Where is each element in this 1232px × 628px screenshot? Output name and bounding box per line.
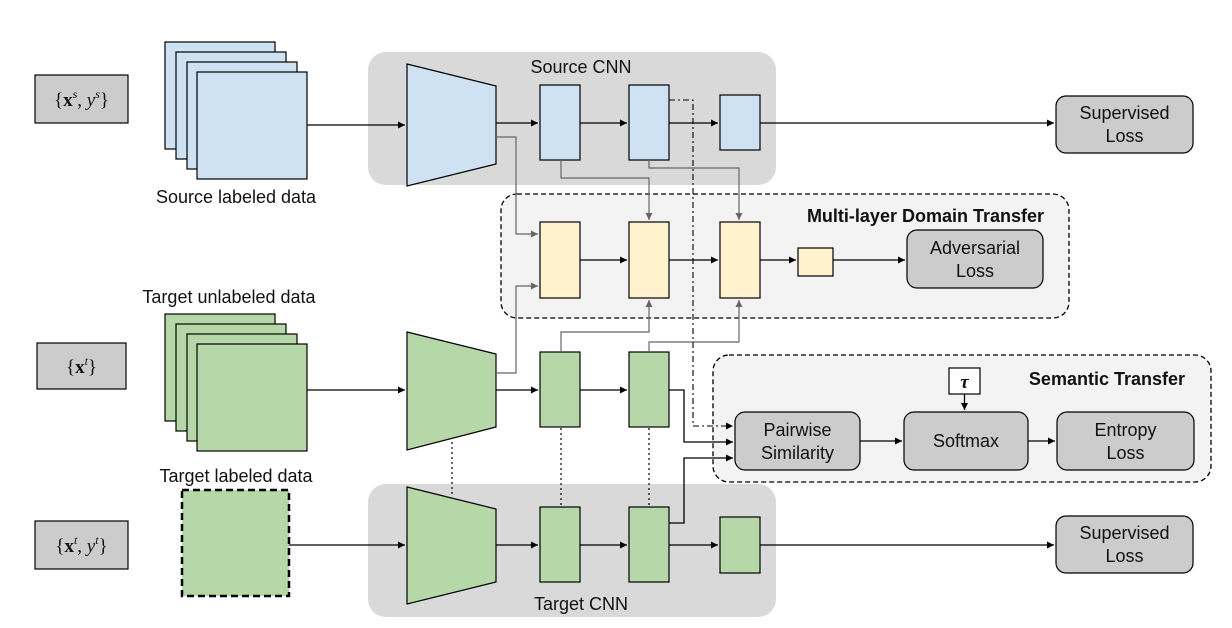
target-unlabeled-input-box: {xt} [36,342,127,390]
source-layer-1 [539,84,581,161]
svg-text:Adversarial: Adversarial [930,238,1020,258]
target-unlabeled-data-stack-icon [164,313,308,452]
source-encoder-shape [406,63,497,187]
source-layer-2 [628,84,670,161]
svg-text:{xt}: {xt} [66,354,97,378]
svg-text:Similarity: Similarity [761,443,834,463]
target-labeled-layer-1 [539,506,581,583]
disc-layer-3 [719,221,761,299]
svg-text:Loss: Loss [1105,126,1143,146]
softmax-box: Softmax [903,411,1029,471]
disc-output [797,247,834,277]
svg-text:Loss: Loss [1106,443,1144,463]
svg-text:Supervised: Supervised [1079,103,1169,123]
svg-text:{xt, yt}: {xt, yt} [55,533,107,557]
target-labeled-encoder-shape [406,486,497,605]
entropy-loss-box: Entropy Loss [1056,411,1195,471]
weight-sharing-lines [451,428,650,506]
disc-layer-2 [628,221,670,299]
source-input-box: {xs, ys} [34,74,129,124]
target-labeled-data-box [180,488,291,598]
source-to-pairwise-link [669,99,733,430]
target-labeled-layer-2 [628,506,670,583]
adversarial-loss: Adversarial Loss [906,229,1044,289]
target-unlabeled-layer-1 [539,351,581,428]
target-supervised-loss: Supervised Loss [1055,515,1194,574]
target-unlabeled-encoder-shape [406,331,497,451]
semantic-transfer-title: Semantic Transfer [1029,369,1185,389]
main-flow-arrows [289,119,1055,549]
svg-text:Loss: Loss [956,261,994,281]
svg-text:Supervised: Supervised [1079,523,1169,543]
svg-text:Softmax: Softmax [933,431,999,451]
svg-text:Entropy: Entropy [1094,420,1156,440]
source-supervised-loss: Supervised Loss [1055,95,1194,154]
source-layer-3 [719,94,761,151]
domain-transfer-title: Multi-layer Domain Transfer [807,206,1044,226]
disc-layer-1 [539,221,581,299]
svg-text:τ: τ [960,372,969,393]
source-data-label: Source labeled data [156,187,317,207]
svg-text:{xs, ys}: {xs, ys} [54,87,109,111]
target-labeled-layer-3 [719,516,761,574]
source-cnn-title: Source CNN [530,57,631,77]
target-unlabeled-layer-2 [628,351,670,428]
feature-transfer-arrows [496,136,743,374]
source-data-stack-icon [164,41,308,180]
target-unlabeled-data-label: Target unlabeled data [142,287,316,307]
target-cnn-title: Target CNN [534,594,628,614]
target-labeled-input-box: {xt, yt} [34,520,129,570]
pairwise-similarity-box: Pairwise Similarity [734,411,861,471]
temperature-box: τ [948,367,981,395]
svg-text:Loss: Loss [1105,546,1143,566]
svg-text:Pairwise: Pairwise [763,420,831,440]
target-labeled-data-label: Target labeled data [159,466,313,486]
